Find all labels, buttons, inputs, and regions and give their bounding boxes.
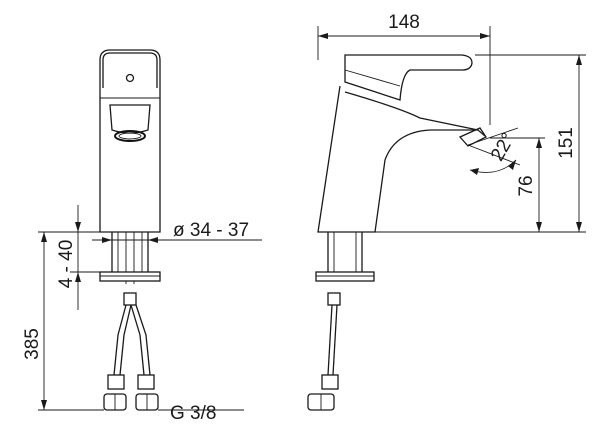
front-indicator-dot xyxy=(125,73,135,83)
side-hose xyxy=(327,304,333,376)
side-view xyxy=(307,54,521,411)
front-mounting-plate xyxy=(99,271,161,282)
front-view xyxy=(99,49,161,411)
front-body-outline xyxy=(99,49,161,233)
side-lever-handle xyxy=(344,54,473,101)
side-dimensions xyxy=(317,26,586,233)
dim-thread: G 3/8 xyxy=(170,403,216,424)
front-dimensions xyxy=(38,205,262,411)
dim-385: 385 xyxy=(22,328,43,360)
side-body-outline xyxy=(317,85,486,233)
side-mounting-plate xyxy=(315,271,375,282)
dim-diameter: ø 34 - 37 xyxy=(173,220,249,241)
front-hose-left xyxy=(113,304,127,376)
dim-151: 151 xyxy=(556,127,577,159)
dim-angle: 22° xyxy=(487,130,520,165)
front-aerator xyxy=(109,104,151,134)
dim-148: 148 xyxy=(388,12,420,33)
side-spout-tip xyxy=(458,127,487,147)
front-hose-right xyxy=(130,304,145,376)
dim-76: 76 xyxy=(516,175,537,196)
dim-4-40: 4 - 40 xyxy=(56,240,77,289)
front-lever xyxy=(102,52,158,88)
